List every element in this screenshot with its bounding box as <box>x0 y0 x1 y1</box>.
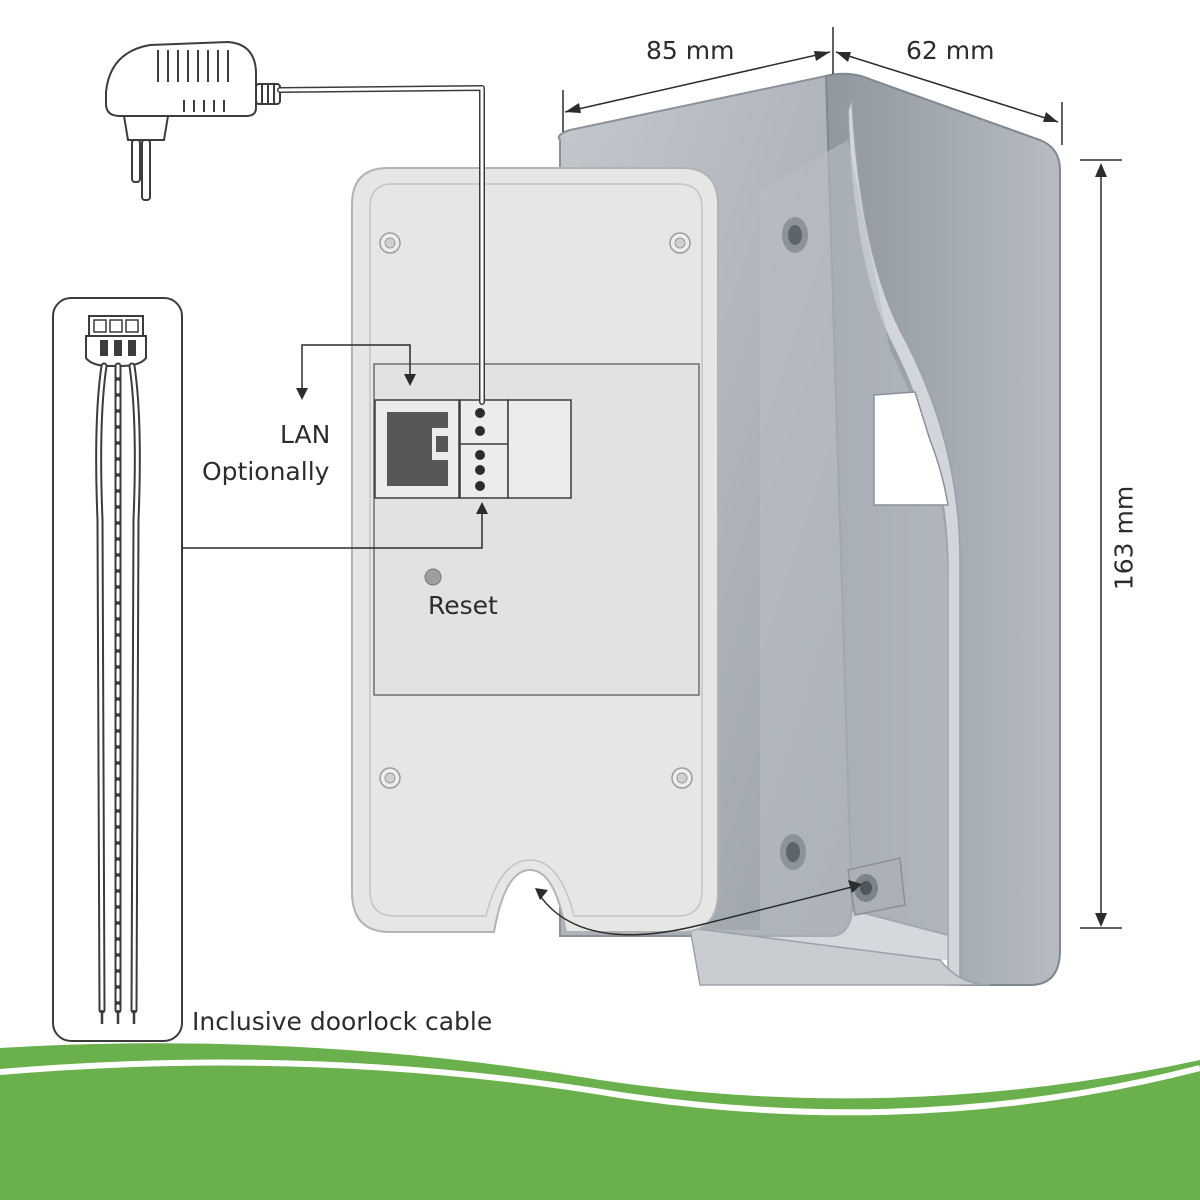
dimension-height-label: 163 mm <box>1109 485 1139 591</box>
terminal-block <box>459 399 572 499</box>
dimension-depth-label: 62 mm <box>906 36 995 65</box>
adapter-body <box>105 40 257 117</box>
rj45-lan-port <box>374 399 460 499</box>
adapter-vent-slots <box>157 50 229 112</box>
doorlock-cable-box <box>52 297 183 1042</box>
housing-screw-hole-top <box>782 217 808 253</box>
housing-screw-post <box>847 857 906 916</box>
footer-green-fill <box>0 1043 1200 1200</box>
arrowhead-terminal-up <box>476 502 488 514</box>
leader-lines <box>182 344 857 936</box>
panel-inner-outline <box>369 183 703 917</box>
dimension-lines <box>562 27 1122 929</box>
adapter-pin-right <box>141 139 151 201</box>
screw-leader-curve <box>537 885 857 936</box>
housing-inner-surface <box>700 140 948 960</box>
leader-arrowheads <box>296 374 862 900</box>
lan-leader-line <box>301 344 411 396</box>
dimension-width-label: 85 mm <box>646 36 735 65</box>
cable-connector <box>85 315 147 367</box>
power-adapter <box>105 40 485 405</box>
panel-screw-bottom-left <box>379 767 401 789</box>
adapter-pin-left <box>131 139 141 183</box>
reset-button-hole <box>424 568 442 586</box>
cable-wires <box>95 362 141 1014</box>
panel-screw-bottom-right <box>671 767 693 789</box>
arrowhead-lan-up <box>296 388 308 400</box>
housing-window-cutout <box>873 391 949 506</box>
housing-bottom-edge <box>689 927 991 986</box>
lan-optionally-label: Optionally <box>202 457 330 486</box>
footer-wave-band <box>0 1043 1200 1200</box>
panel-screw-top-left <box>379 232 401 254</box>
arrowhead-screw-right <box>848 880 862 893</box>
doorlock-cable-label: Inclusive doorlock cable <box>192 1007 493 1036</box>
lan-label: LAN <box>280 420 331 449</box>
panel-screw-top-right <box>669 232 691 254</box>
adapter-plug-base <box>122 115 170 141</box>
adapter-strain-relief <box>255 83 281 105</box>
housing-screw-hole-bottom <box>780 834 806 870</box>
footer-white-wave <box>0 1059 1200 1116</box>
arrowhead-lan-down <box>404 374 416 386</box>
doorlock-leader-line <box>182 510 483 549</box>
dimension-arrowheads <box>565 51 1107 927</box>
dim-width-line <box>564 51 831 113</box>
doorbell-back-panel <box>351 167 719 933</box>
arrowhead-screw-left <box>535 888 548 900</box>
reset-label: Reset <box>428 591 498 620</box>
dim-depth-line <box>835 51 1059 123</box>
cable-wire-ends <box>100 1010 136 1024</box>
